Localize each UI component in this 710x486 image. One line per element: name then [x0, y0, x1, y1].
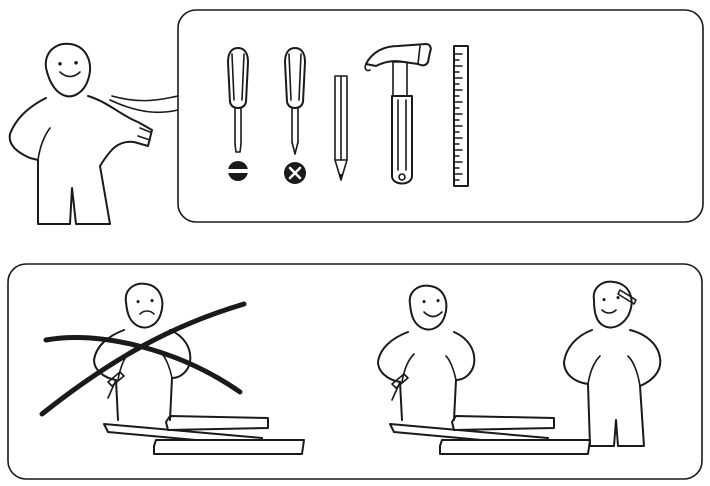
two-persons-scene — [377, 280, 662, 455]
planks-icon — [389, 415, 591, 455]
single-person-scene — [39, 282, 305, 455]
phillips-screwdriver-icon — [284, 47, 306, 184]
planks-icon — [103, 415, 305, 455]
tools-panel — [177, 9, 704, 223]
assembly-panel — [7, 263, 703, 480]
ruler-icon — [453, 45, 469, 187]
presenter-figure — [8, 42, 153, 225]
pencil-icon — [334, 75, 348, 181]
hammer-icon — [364, 43, 432, 185]
flathead-screwdriver-icon — [227, 47, 249, 181]
